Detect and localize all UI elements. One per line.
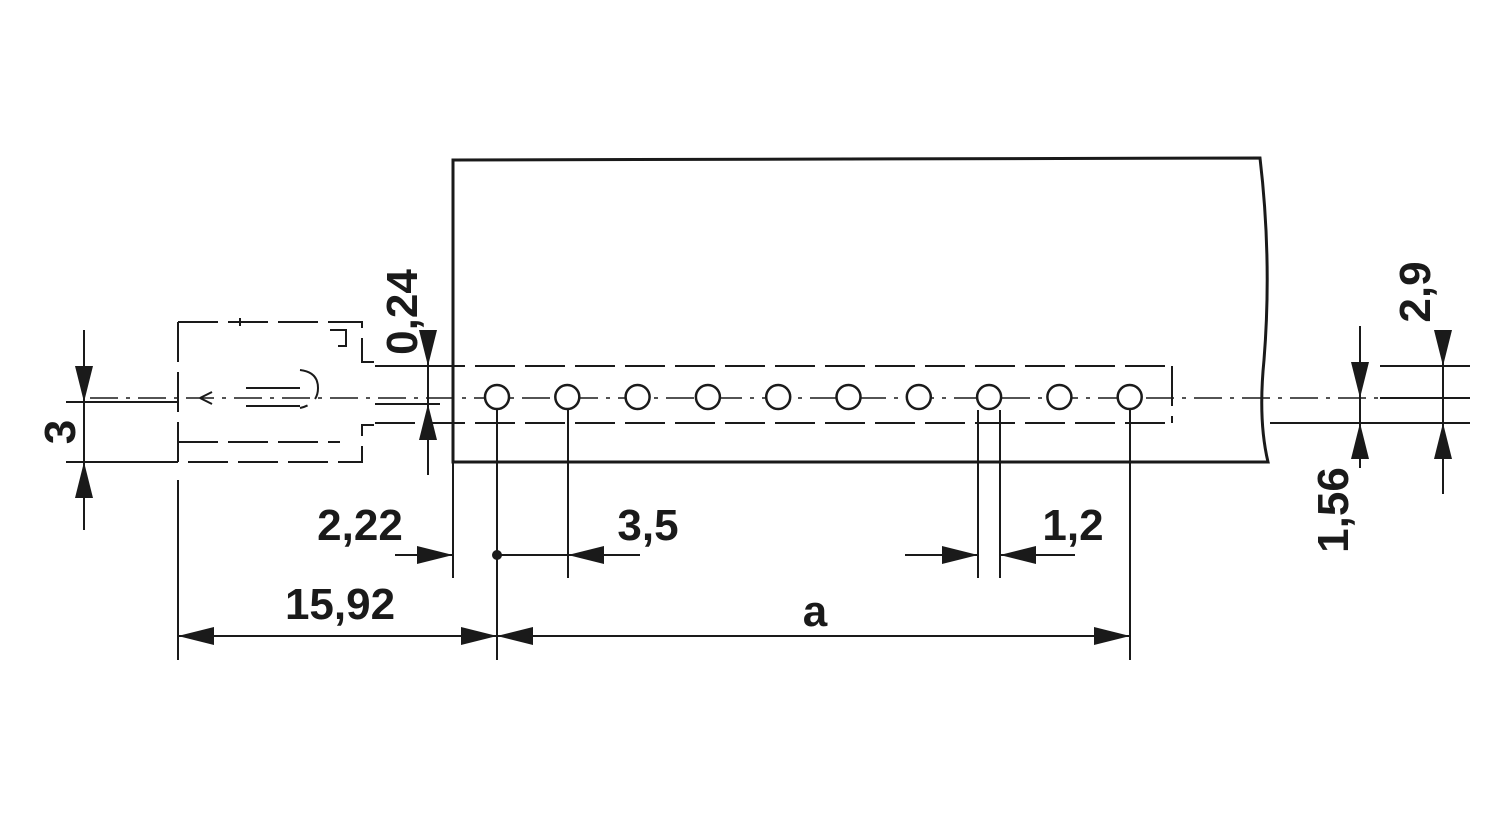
dim-label-height-right: 2,9 [1391,261,1440,322]
dim-label-pitch-offset: 2,22 [317,501,403,550]
dim-label-pitch: 3,5 [617,501,678,550]
extension-lines [66,365,1470,660]
pin-hole [1046,383,1073,411]
mating-plug-outline [177,318,374,463]
dim-label-plug-length: 15,92 [285,580,395,629]
dim-label-gap-top: 0,24 [378,269,427,355]
pin-hole [624,383,651,411]
pin-hole [483,383,511,411]
dim-label-hole-diameter: 1,2 [1042,501,1103,550]
pin-hole [975,383,1003,411]
dim-label-offset-right: 1,56 [1309,467,1358,553]
dim-label-plug-height: 3 [36,420,85,444]
pin-hole [1116,383,1143,411]
pin-hole [905,383,933,411]
hidden-pin-strip [375,365,1173,424]
housing-body [451,156,1270,464]
pin-holes [483,383,1143,411]
dim-label-total-length: a [803,587,828,636]
pin-hole [694,383,722,411]
dimension-lines [75,326,1452,645]
pin-hole [764,383,792,411]
pin-hole [835,383,862,411]
pin-hole [554,383,581,411]
